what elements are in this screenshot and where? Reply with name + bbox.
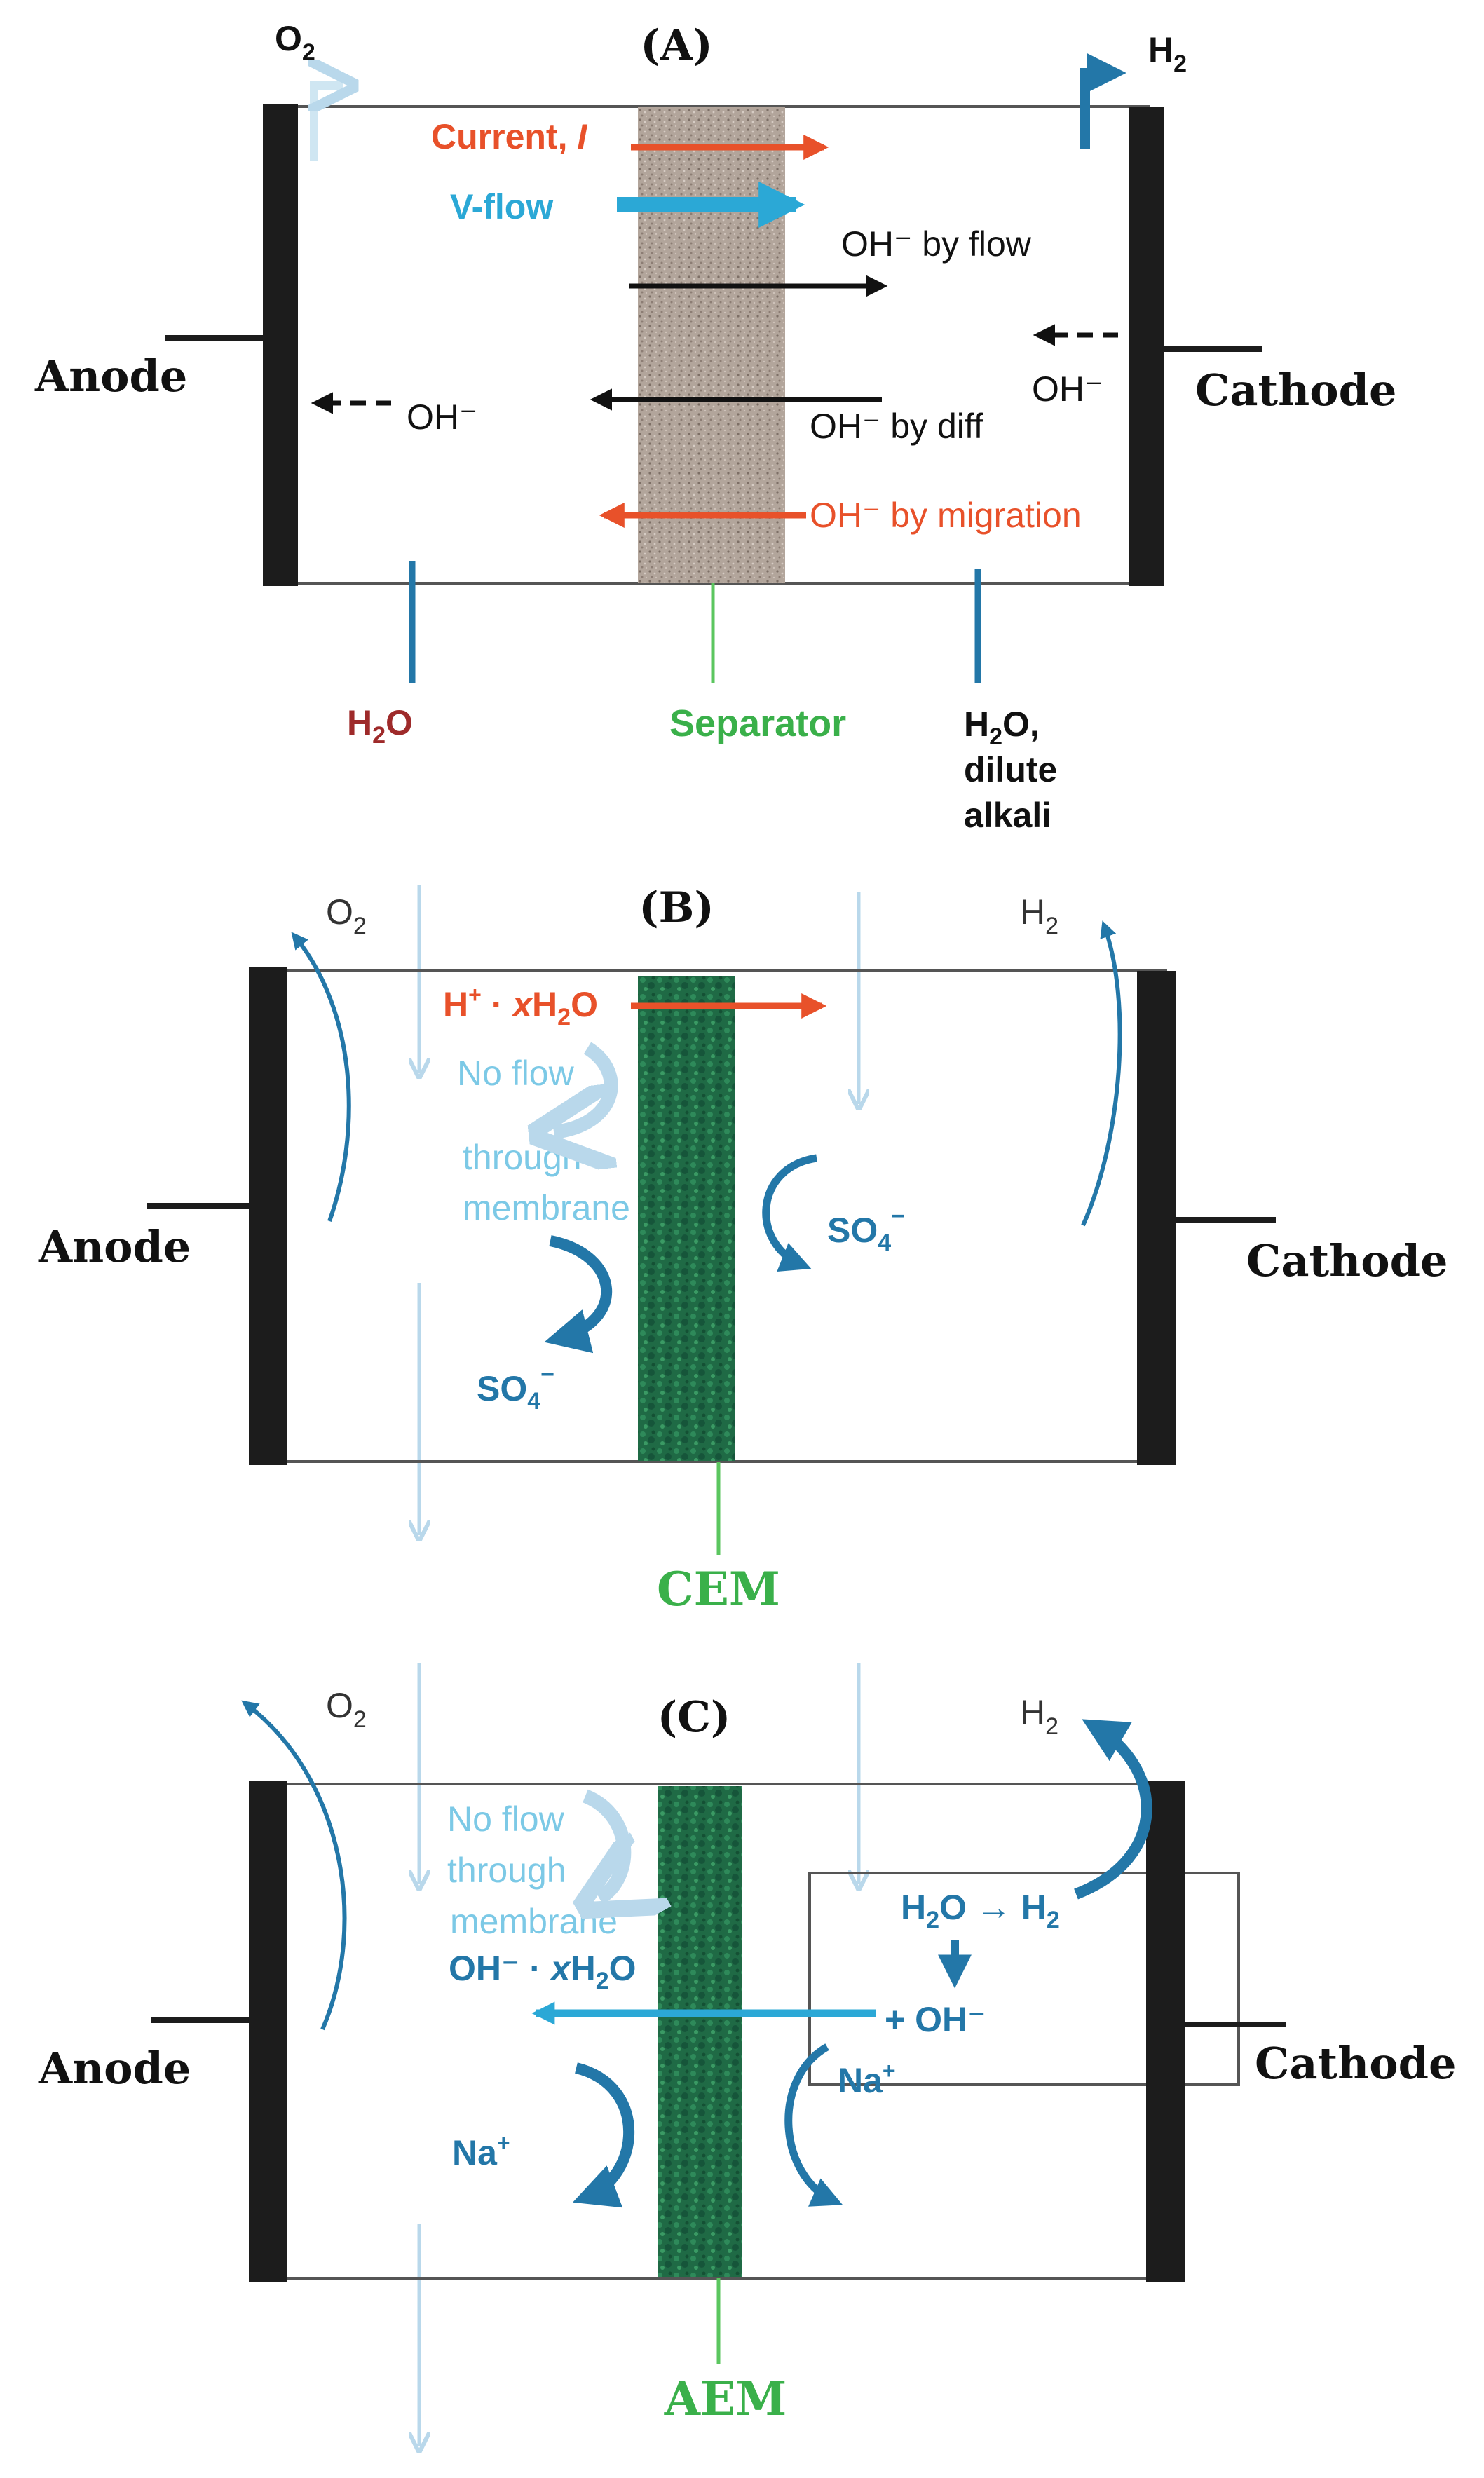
panel-a-anode-label: Anode bbox=[34, 350, 187, 402]
panel-b-so4-right-label: SO4− bbox=[827, 1203, 905, 1256]
panel-b-label: (B) bbox=[639, 883, 714, 932]
panel-c-reaction-label: H2O → H2 bbox=[901, 1888, 1060, 1933]
panel-a-current-label: Current, I bbox=[431, 117, 587, 156]
panel-a-label: (A) bbox=[640, 21, 712, 70]
panel-c-anode-label: Anode bbox=[38, 2043, 191, 2094]
panel-a-h2-outlet-arrow bbox=[1080, 53, 1126, 149]
panel-c-na-left-arc-arrow bbox=[573, 2062, 635, 2208]
panel-c-blocked-arc-arrow bbox=[585, 1789, 624, 1898]
panel-b-no-flow-line2: through bbox=[463, 1138, 582, 1177]
panel-c-aem-membrane bbox=[658, 1786, 742, 2277]
panel-c-anode-electrode bbox=[249, 1781, 287, 2282]
panel-b-so4-left-label: SO4− bbox=[477, 1361, 554, 1415]
panel-a-h2o-anode-label: H2O bbox=[347, 703, 413, 749]
panel-b-anode-label: Anode bbox=[38, 1221, 191, 1272]
panel-a-alkali-label: alkali bbox=[964, 796, 1051, 835]
panel-c-h2-label: H2 bbox=[1020, 1693, 1058, 1740]
panel-a-cathode-electrode bbox=[1129, 107, 1164, 586]
panel-c-no-flow-line1: No flow bbox=[447, 1799, 565, 1839]
panel-a-oh-diff-label: OH⁻ by diff bbox=[810, 407, 983, 446]
panel-b-blocked-arc-arrow bbox=[554, 1042, 618, 1132]
panel-a-h2o-cathode-label: H2O, bbox=[964, 704, 1040, 750]
panel-a-anode-electrode bbox=[263, 104, 298, 586]
panel-c-o2-arc-arrow bbox=[241, 1700, 347, 2031]
panel-a-oh-migration-label: OH⁻ by migration bbox=[810, 496, 1082, 535]
panel-b-no-flow-line1: No flow bbox=[457, 1054, 575, 1093]
panel-a-dilute-label: dilute bbox=[964, 750, 1057, 789]
panel-b: (B) Anode Cathode O2 H2 H+ · xH2O No flo… bbox=[38, 883, 1448, 1616]
panel-a-separator-label: Separator bbox=[669, 702, 846, 744]
panel-c-o2-label: O2 bbox=[326, 1686, 367, 1733]
panel-b-no-flow-line3: membrane bbox=[463, 1188, 630, 1227]
panel-b-so4-right-arc-arrow bbox=[762, 1154, 817, 1272]
panel-c-plus-oh-label: + OH⁻ bbox=[885, 2000, 986, 2039]
panel-b-h2-label: H2 bbox=[1020, 892, 1058, 939]
panel-a-oh-cathode-label: OH⁻ bbox=[1032, 369, 1103, 409]
panel-c-na-left-label: Na+ bbox=[452, 2130, 510, 2172]
panel-c-cathode-label: Cathode bbox=[1255, 2038, 1456, 2089]
panel-a-o2-label: O2 bbox=[275, 19, 315, 66]
panel-b-cem-membrane bbox=[638, 976, 735, 1461]
panel-a-separator bbox=[638, 107, 785, 583]
panel-c-h2-arc-arrow bbox=[1074, 1719, 1152, 1900]
panel-c-cathode-compartment-box bbox=[808, 1872, 1240, 2086]
panel-c-no-flow-line2: through bbox=[447, 1851, 566, 1890]
panel-b-anode-electrode bbox=[249, 967, 287, 1465]
panel-b-so4-left-arc-arrow bbox=[544, 1235, 612, 1354]
panel-c-label: (C) bbox=[658, 1693, 731, 1742]
panel-c-aem-label: AEM bbox=[664, 2371, 787, 2426]
panel-a-oh-flow-label: OH⁻ by flow bbox=[841, 224, 1032, 264]
panel-c-na-right-arc-arrow bbox=[784, 2043, 843, 2207]
panel-c-na-right-label: Na+ bbox=[838, 2058, 896, 2100]
panel-b-proton-label: H+ · xH2O bbox=[443, 982, 598, 1030]
panel-a-oh-anode-label: OH⁻ bbox=[407, 397, 477, 437]
panel-c-no-flow-line3: membrane bbox=[450, 1902, 618, 1941]
panel-b-o2-label: O2 bbox=[326, 892, 367, 939]
panel-b-cathode-electrode bbox=[1137, 971, 1176, 1465]
panel-b-cem-label: CEM bbox=[657, 1562, 780, 1616]
panel-a-vflow-label: V-flow bbox=[450, 187, 553, 226]
panel-a: (A) Anode Cathode O2 H2 Current, I V-flo… bbox=[34, 19, 1396, 835]
panel-c-cathode-electrode bbox=[1146, 1781, 1185, 2282]
panel-b-h2-arc-arrow bbox=[1081, 920, 1122, 1227]
panel-c-oh-hydrate-label: OH⁻ · xH2O bbox=[449, 1949, 637, 1994]
panel-c: (C) Anode Cathode O2 H2 No flow through … bbox=[38, 1663, 1456, 2446]
panel-a-cathode-label: Cathode bbox=[1195, 365, 1396, 416]
panel-a-o2-outlet-arrow bbox=[314, 86, 343, 161]
panel-a-h2-label: H2 bbox=[1148, 30, 1187, 77]
panel-b-cathode-label: Cathode bbox=[1246, 1235, 1448, 1286]
panel-b-o2-arc-arrow bbox=[291, 932, 351, 1223]
